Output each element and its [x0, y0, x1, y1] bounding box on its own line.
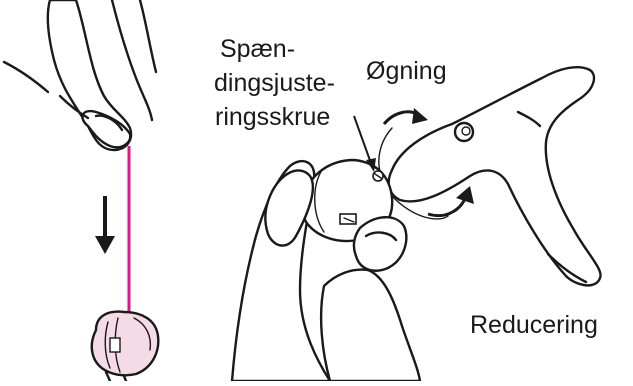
down-arrow-icon: [95, 196, 115, 254]
right-hand-illustration: [232, 160, 420, 381]
increase-label: Øgning: [366, 56, 447, 86]
decrease-label: Reducering: [470, 310, 598, 340]
tension-screw-label-line2: dingsjuste-: [214, 68, 335, 98]
tension-screw-label-line3: ringsskrue: [215, 102, 330, 132]
screw-leader-line: [354, 116, 372, 166]
screwdriver-tool: [389, 67, 601, 285]
tension-screw-label-line1: Spæn-: [220, 34, 295, 64]
curved-arrow-clockwise-icon: [384, 108, 428, 124]
left-hand-illustration: [4, 0, 156, 150]
bobbin-case-hanging: [92, 312, 158, 381]
